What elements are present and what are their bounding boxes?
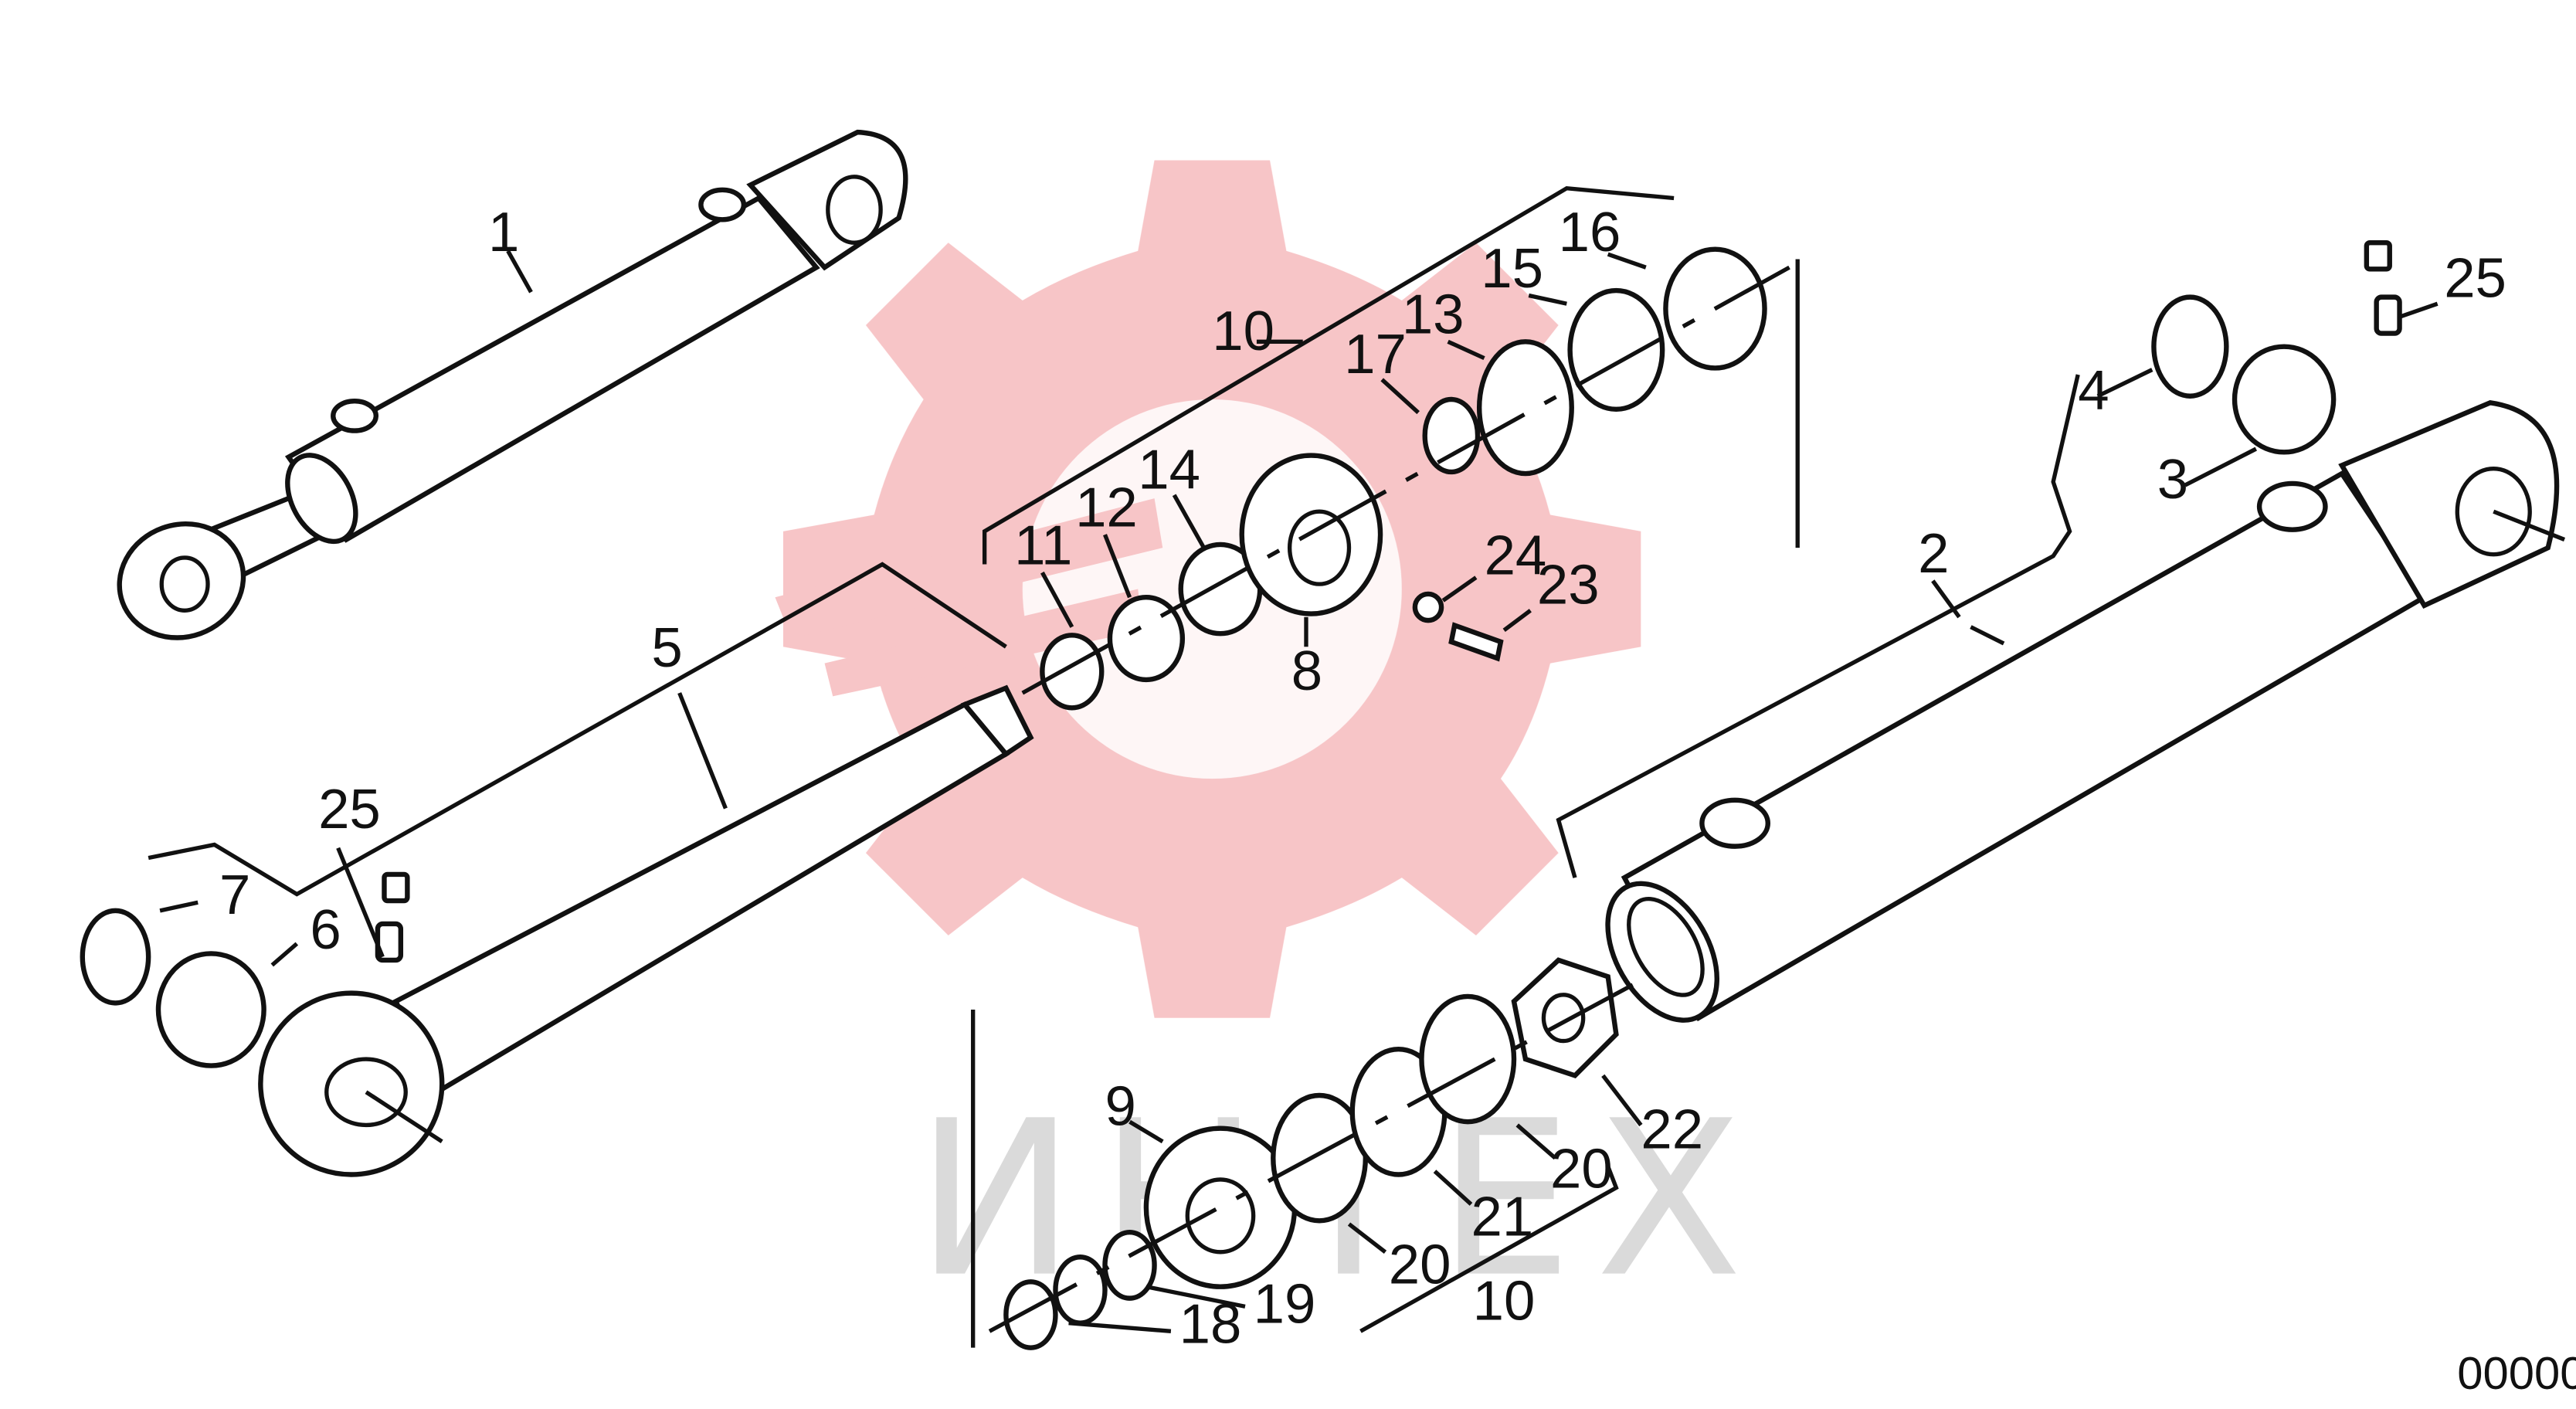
part-25-nipple-right bbox=[2374, 294, 2402, 336]
callout-5: 5 bbox=[651, 616, 682, 679]
callout-23: 23 bbox=[1537, 554, 1600, 616]
callout-24: 24 bbox=[1485, 524, 1547, 586]
callout-10a: 10 bbox=[1212, 300, 1274, 362]
callout-3: 3 bbox=[2157, 448, 2188, 511]
callout-9: 9 bbox=[1105, 1075, 1136, 1137]
part-7 bbox=[80, 908, 151, 1006]
callout-15: 15 bbox=[1481, 237, 1543, 300]
callout-14: 14 bbox=[1138, 438, 1200, 501]
callout-7: 7 bbox=[219, 864, 250, 926]
callout-17: 17 bbox=[1344, 323, 1407, 385]
part-20b bbox=[1419, 993, 1517, 1125]
part-12 bbox=[1107, 595, 1186, 683]
callout-22: 22 bbox=[1641, 1098, 1703, 1160]
callout-6: 6 bbox=[310, 898, 341, 961]
callout-4: 4 bbox=[2078, 359, 2109, 422]
piston-parts bbox=[988, 957, 1634, 1350]
callout-2: 2 bbox=[1918, 522, 1949, 585]
watermark-speed-lines bbox=[775, 498, 1163, 697]
part-6 bbox=[155, 951, 266, 1068]
callout-20b: 20 bbox=[1550, 1138, 1613, 1200]
piston-rod bbox=[258, 684, 1034, 1177]
callout-13: 13 bbox=[1402, 283, 1464, 346]
callout-16: 16 bbox=[1559, 201, 1621, 263]
callout-18: 18 bbox=[1179, 1292, 1242, 1355]
callout-labels: 1 5 2 10 11 12 14 17 13 15 16 8 24 23 4 … bbox=[219, 201, 2576, 1399]
part-13 bbox=[1476, 339, 1574, 477]
cylinder-barrel bbox=[1605, 399, 2566, 1023]
callout-20a: 20 bbox=[1389, 1233, 1451, 1295]
callout-8: 8 bbox=[1291, 640, 1322, 702]
callout-21: 21 bbox=[1471, 1185, 1533, 1248]
part-15 bbox=[1567, 287, 1665, 413]
part-22 bbox=[1511, 957, 1619, 1079]
callout-19: 19 bbox=[1254, 1273, 1316, 1336]
part-4 bbox=[2151, 294, 2229, 399]
reference-code: 00000237 bbox=[2457, 1347, 2576, 1399]
callout-1: 1 bbox=[488, 201, 519, 263]
callout-10b: 10 bbox=[1473, 1269, 1536, 1332]
part-23 bbox=[1448, 622, 1504, 662]
part-3 bbox=[2232, 344, 2337, 455]
leader-lines bbox=[159, 250, 2439, 1333]
callout-12: 12 bbox=[1075, 476, 1138, 538]
callout-25a: 25 bbox=[318, 778, 381, 840]
pin-parts bbox=[80, 239, 2402, 1068]
group-brackets bbox=[148, 185, 2080, 1348]
part-25-cap-left bbox=[382, 871, 410, 904]
assembled-cylinder bbox=[117, 129, 908, 640]
gland-parts bbox=[1021, 246, 1790, 711]
callout-11: 11 bbox=[1014, 514, 1072, 577]
part-17 bbox=[1422, 396, 1481, 475]
part-18 bbox=[1003, 1279, 1058, 1350]
callout-25b: 25 bbox=[2444, 247, 2506, 310]
part-25-cap-right bbox=[2364, 239, 2392, 272]
part-11 bbox=[1040, 633, 1105, 711]
part-24 bbox=[1412, 591, 1444, 623]
